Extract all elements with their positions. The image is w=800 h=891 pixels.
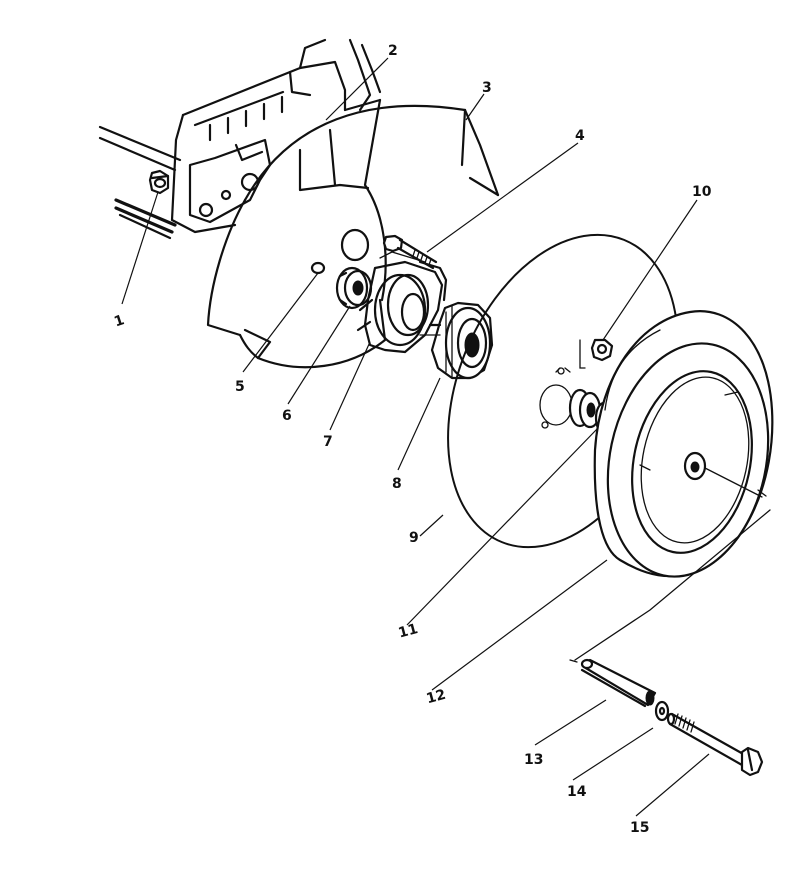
callout-11: 11	[397, 621, 420, 641]
part-7-drive-ring	[356, 251, 448, 354]
callout-3: 3	[482, 80, 492, 96]
callout-4: 4	[575, 128, 585, 144]
part-6-bearing	[335, 266, 373, 310]
callout-14: 14	[567, 784, 587, 800]
part-10-nut	[579, 338, 614, 369]
part-13-spacer-tube	[580, 658, 657, 708]
callout-12: 12	[425, 687, 448, 707]
callout-15: 15	[630, 820, 649, 836]
part-1-hex-nut	[148, 169, 170, 195]
callout-6: 6	[282, 408, 292, 424]
callout-8: 8	[392, 476, 402, 492]
callout-9: 9	[409, 530, 419, 546]
callout-5: 5	[235, 379, 245, 395]
callout-7: 7	[323, 434, 333, 450]
part-12-wheel-tire	[593, 310, 774, 578]
assembly-centerline	[569, 509, 771, 663]
part-3-wheel-guard	[206, 98, 500, 369]
part-8-drive-hub	[419, 301, 494, 380]
callout-13: 13	[524, 752, 543, 768]
part-14-flat-washer	[654, 700, 670, 722]
callout-10: 10	[692, 184, 712, 200]
part-15-axle-bolt	[666, 712, 764, 777]
part-5-washer	[310, 261, 326, 275]
callout-2: 2	[388, 43, 398, 59]
callout-1: 1	[112, 312, 126, 330]
leader-lines	[121, 57, 710, 817]
callout-labels: 1 2 3 4 5 6 7 8 9 10 11 12 13 14 15	[112, 43, 712, 836]
frame-bracket	[98, 38, 382, 240]
